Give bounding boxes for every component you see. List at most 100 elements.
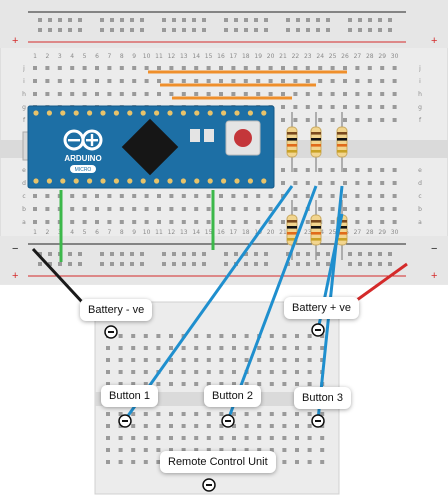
rail-hole	[224, 28, 228, 32]
rail-hole	[110, 252, 114, 256]
hole	[243, 92, 248, 96]
column-number: 17	[230, 229, 238, 236]
hole	[219, 194, 223, 198]
button1-label: Button 1	[101, 385, 158, 407]
hole	[181, 358, 186, 362]
hole	[380, 168, 385, 172]
hole	[307, 382, 312, 386]
hole	[232, 346, 236, 350]
hole	[355, 168, 360, 172]
rail-hole	[224, 252, 228, 256]
hole	[355, 92, 360, 96]
column-number: 13	[180, 53, 188, 60]
battery-positive-label: Battery + ve	[284, 297, 360, 319]
rail-hole	[140, 252, 144, 256]
hole	[194, 358, 199, 362]
rail-hole	[182, 262, 186, 266]
hole	[219, 358, 224, 362]
column-number: 21	[279, 229, 287, 236]
column-number: 18	[242, 53, 250, 60]
hole	[169, 194, 174, 198]
hole	[295, 448, 299, 452]
column-number: 23	[304, 229, 312, 236]
header-pin	[261, 178, 267, 184]
resistor-band	[287, 226, 297, 229]
rail-hole	[120, 262, 124, 266]
hole	[305, 105, 310, 109]
hole	[119, 220, 124, 224]
hole	[256, 220, 261, 224]
hole	[282, 460, 287, 464]
column-number: 9	[132, 229, 136, 236]
hole	[268, 79, 273, 83]
column-number: 2	[45, 53, 49, 60]
rail-hole	[58, 28, 62, 32]
header-pin	[180, 178, 186, 184]
header-pin	[167, 110, 173, 116]
resistor-band	[337, 144, 347, 147]
rail-hole	[140, 18, 144, 22]
hole	[307, 334, 312, 338]
hole	[106, 460, 110, 464]
hole	[206, 358, 211, 362]
header-pin	[247, 110, 253, 116]
hole	[367, 168, 372, 172]
rail-hole	[130, 262, 134, 266]
row-letter: e	[418, 167, 422, 174]
hole	[355, 220, 360, 224]
hole	[107, 194, 112, 198]
hole	[95, 92, 99, 96]
hole	[45, 92, 50, 96]
rail-hole	[38, 28, 42, 32]
rail-hole	[286, 28, 290, 32]
hole	[295, 460, 299, 464]
row-letter: h	[418, 91, 422, 98]
hole	[305, 66, 310, 70]
hole	[143, 460, 148, 464]
row-letter: c	[22, 193, 25, 200]
hole	[156, 436, 161, 440]
hole	[269, 382, 274, 386]
hole	[282, 334, 287, 338]
hole	[307, 358, 312, 362]
hole	[119, 66, 124, 70]
hole	[194, 79, 199, 83]
hole	[194, 436, 199, 440]
hole	[206, 79, 211, 83]
hole	[380, 181, 385, 185]
hole	[33, 220, 37, 224]
resistor-band	[287, 132, 297, 135]
hole	[244, 436, 249, 440]
hole	[169, 346, 173, 350]
rail-hole	[172, 262, 176, 266]
hole	[282, 436, 287, 440]
hole	[355, 66, 360, 70]
resistor-band	[311, 232, 321, 235]
rail-hole	[306, 252, 310, 256]
hole	[118, 370, 123, 374]
hole	[231, 220, 236, 224]
hole	[181, 207, 186, 211]
rail-hole	[110, 262, 114, 266]
hole	[367, 66, 372, 70]
hole	[318, 66, 323, 70]
rail-hole	[172, 28, 176, 32]
hole	[119, 194, 124, 198]
rail-hole	[68, 18, 72, 22]
hole	[269, 436, 274, 440]
hole	[232, 382, 236, 386]
hole	[355, 181, 360, 185]
hole	[194, 346, 199, 350]
hole	[231, 194, 236, 198]
rail-hole	[192, 18, 196, 22]
hole	[305, 79, 310, 83]
hole	[143, 448, 148, 452]
column-number: 29	[378, 229, 386, 236]
rail-hole	[162, 262, 166, 266]
hole	[231, 92, 236, 96]
header-pin	[87, 178, 93, 184]
resistor-band	[337, 226, 347, 229]
rail-hole	[68, 262, 72, 266]
hole	[320, 334, 325, 338]
hole	[243, 194, 248, 198]
